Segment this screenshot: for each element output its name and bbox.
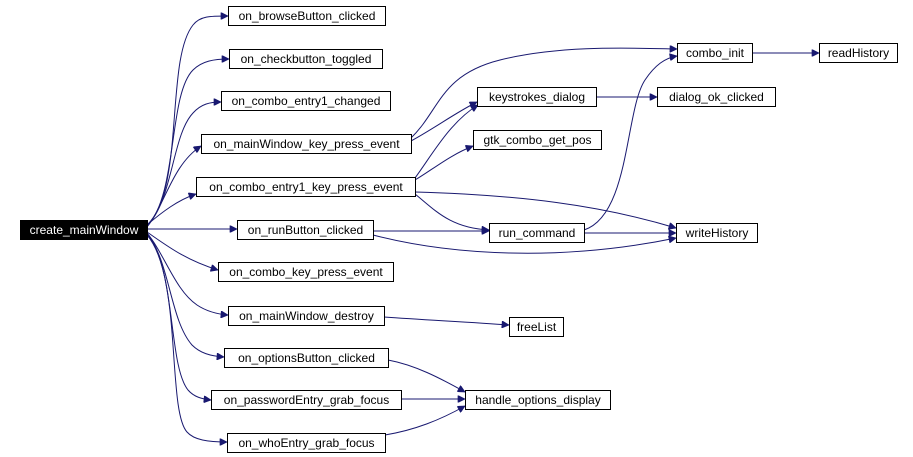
node-label: on_runButton_clicked [248,223,363,237]
node-readHistory[interactable]: readHistory [819,43,898,63]
node-run_command[interactable]: run_command [489,223,585,243]
node-box [676,223,758,243]
node-label: on_mainWindow_key_press_event [213,137,400,151]
node-writeHistory[interactable]: writeHistory [676,223,758,243]
edge-create_mainWindow-to-on_optionsButton_clicked [146,232,224,357]
edge-on_runButton_clicked-to-writeHistory [372,234,676,254]
edge-create_mainWindow-to-on_combo_entry1_key_press_event [146,194,196,226]
node-box [657,87,776,107]
node-on_mainWindow_key_press_event[interactable]: on_mainWindow_key_press_event [201,134,412,154]
node-label: freeList [517,320,557,334]
edge-on_combo_entry1_key_press_event-to-run_command [414,193,489,230]
edge-create_mainWindow-to-on_mainWindow_key_press_event [146,146,201,228]
node-label: on_checkbutton_toggled [241,52,372,66]
node-on_combo_entry1_key_press_event[interactable]: on_combo_entry1_key_press_event [196,177,416,197]
edge-run_command-to-combo_init [583,56,677,231]
node-on_browseButton_clicked[interactable]: on_browseButton_clicked [228,6,386,26]
edge-create_mainWindow-to-on_combo_key_press_event [146,231,218,270]
node-on_combo_key_press_event[interactable]: on_combo_key_press_event [218,262,394,282]
node-box [509,317,564,337]
node-label: on_browseButton_clicked [239,9,376,23]
node-handle_options_display[interactable]: handle_options_display [465,390,611,410]
edge-create_mainWindow-to-on_whoEntry_grab_focus [146,234,227,442]
node-on_combo_entry1_changed[interactable]: on_combo_entry1_changed [221,91,391,111]
node-box [224,348,389,368]
node-box [229,49,383,69]
node-label: on_optionsButton_clicked [238,351,375,365]
edge-on_combo_entry1_key_press_event-to-keystrokes_dialog [414,104,478,179]
node-label: on_mainWindow_destroy [239,309,374,323]
node-dialog_ok_clicked[interactable]: dialog_ok_clicked [657,87,776,107]
node-box [201,134,412,154]
node-box [218,262,394,282]
edge-create_mainWindow-to-on_passwordEntry_grab_focus [146,233,211,400]
node-box [221,91,391,111]
node-box [228,306,385,326]
node-label: dialog_ok_clicked [669,90,764,104]
node-freeList[interactable]: freeList [509,317,564,337]
node-box [477,87,597,107]
node-label: create_mainWindow [30,223,139,237]
edge-on_optionsButton_clicked-to-handle_options_display [387,359,465,393]
node-label: on_combo_key_press_event [229,265,383,279]
node-label: on_whoEntry_grab_focus [238,436,374,450]
node-box [237,220,374,240]
node-box [228,6,386,26]
node-box [196,177,416,197]
edge-on_combo_entry1_key_press_event-to-writeHistory [414,191,676,228]
node-on_optionsButton_clicked[interactable]: on_optionsButton_clicked [224,348,389,368]
nodes-layer: create_mainWindow on_browseButton_clicked… [20,6,898,453]
node-label: gtk_combo_get_pos [483,133,591,147]
node-box [677,43,753,63]
node-box [227,433,386,453]
node-on_checkbutton_toggled[interactable]: on_checkbutton_toggled [229,49,383,69]
edge-on_mainWindow_key_press_event-to-combo_init [410,48,677,139]
edge-on_combo_entry1_key_press_event-to-gtk_combo_get_pos [414,146,473,181]
node-on_mainWindow_destroy[interactable]: on_mainWindow_destroy [228,306,385,326]
edge-on_mainWindow_key_press_event-to-keystrokes_dialog [410,101,477,142]
node-keystrokes_dialog[interactable]: keystrokes_dialog [477,87,597,107]
node-label: writeHistory [685,226,749,240]
node-on_passwordEntry_grab_focus[interactable]: on_passwordEntry_grab_focus [211,390,402,410]
edge-create_mainWindow-to-on_checkbutton_toggled [146,59,229,227]
node-box [489,223,585,243]
node-box [465,390,611,410]
node-label: handle_options_display [475,393,600,407]
node-box [473,130,602,150]
edge-create_mainWindow-to-on_mainWindow_destroy [146,232,228,315]
node-combo_init[interactable]: combo_init [677,43,753,63]
node-box [211,390,402,410]
node-label: on_combo_entry1_changed [232,94,381,108]
node-label: run_command [499,226,576,240]
node-label: keystrokes_dialog [489,90,585,104]
node-label: on_passwordEntry_grab_focus [224,393,389,407]
node-label: readHistory [828,46,889,60]
node-on_whoEntry_grab_focus[interactable]: on_whoEntry_grab_focus [227,433,386,453]
node-on_runButton_clicked[interactable]: on_runButton_clicked [237,220,374,240]
edge-on_whoEntry_grab_focus-to-handle_options_display [384,405,465,436]
node-box [20,220,148,240]
edge-on_mainWindow_destroy-to-freeList [383,316,509,325]
node-label: combo_init [686,46,745,60]
node-gtk_combo_get_pos[interactable]: gtk_combo_get_pos [473,130,602,150]
node-box [819,43,898,63]
node-label: on_combo_entry1_key_press_event [209,180,403,194]
edges-layer [146,16,819,442]
node-create_mainWindow[interactable]: create_mainWindow [20,220,148,240]
